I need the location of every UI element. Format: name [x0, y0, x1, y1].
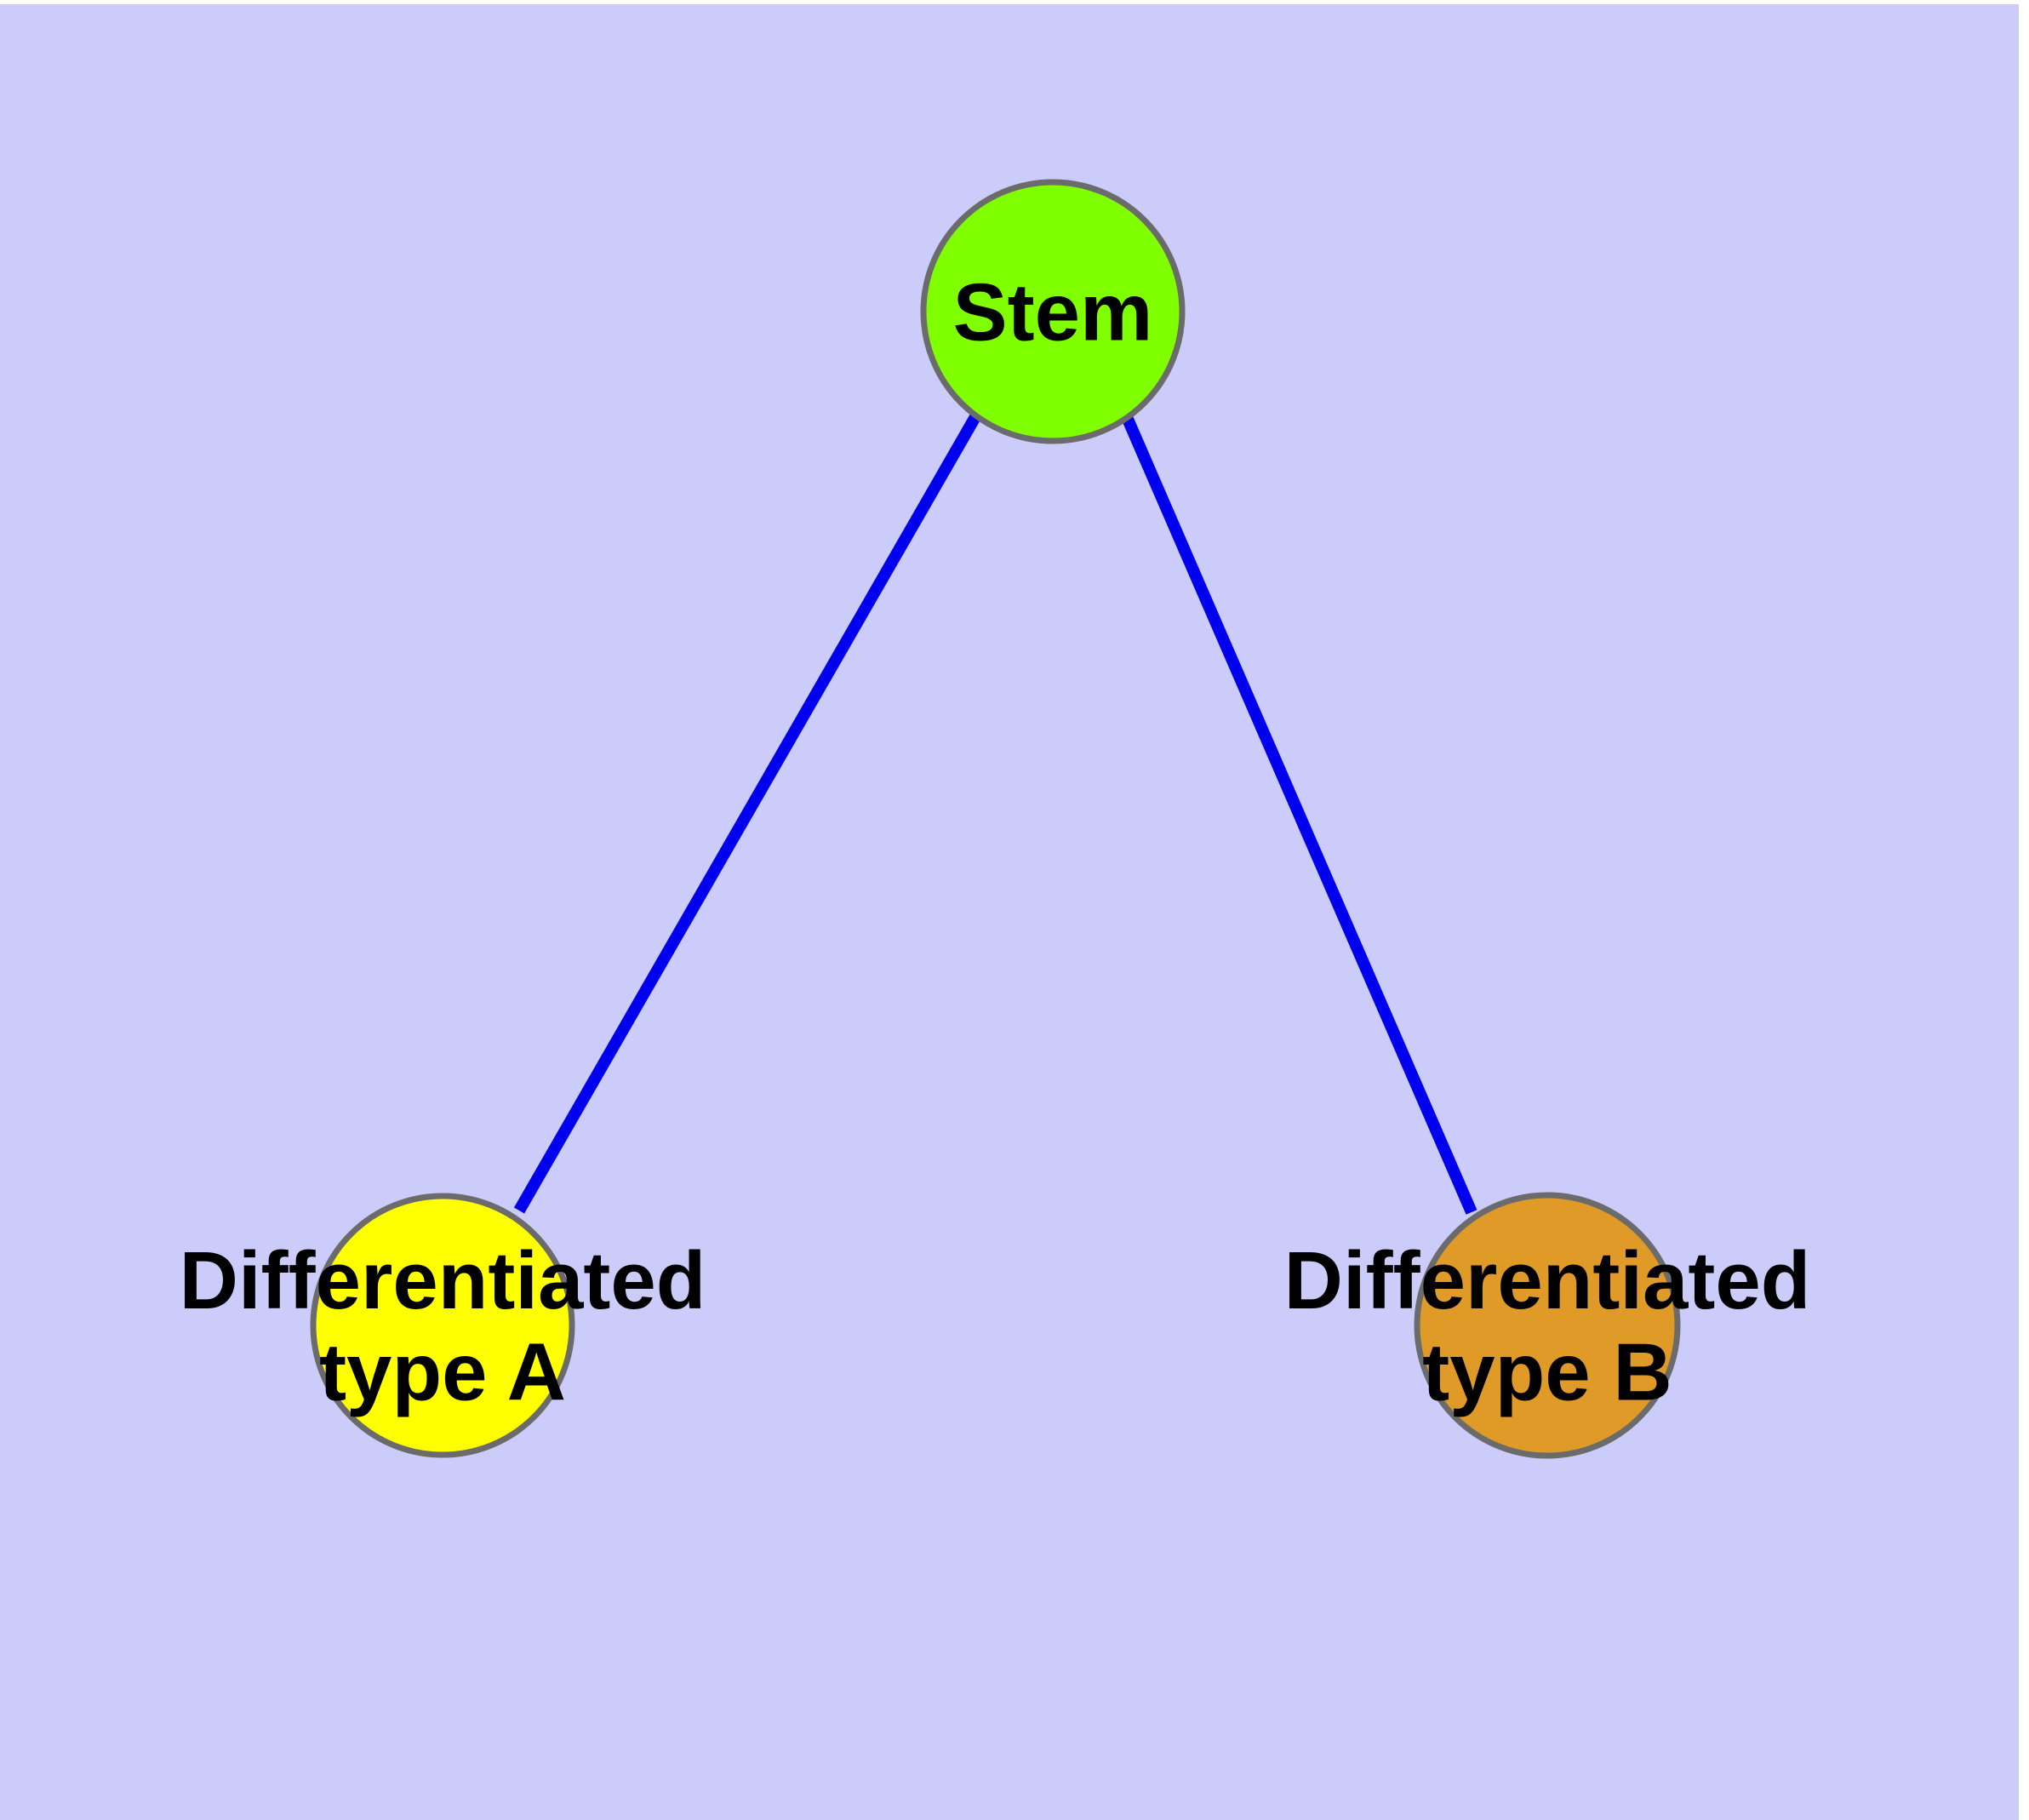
edges-layer	[513, 412, 1477, 1215]
node-label-line: Differentiated	[180, 1235, 706, 1326]
edge-stem-diff-b[interactable]	[1121, 415, 1477, 1215]
node-label-line: Stem	[953, 267, 1153, 358]
node-circle-diff-a[interactable]	[310, 1193, 575, 1458]
node-circle-diff-b[interactable]	[1414, 1192, 1681, 1459]
node-circle-stem[interactable]	[920, 179, 1186, 444]
node-label-line: Differentiated	[1284, 1235, 1811, 1326]
edge-stem-diff-a[interactable]	[513, 412, 982, 1214]
node-label-line: type A	[319, 1326, 566, 1417]
node-label-line: type B	[1422, 1326, 1672, 1417]
node-label-stem: Stem	[953, 267, 1153, 358]
